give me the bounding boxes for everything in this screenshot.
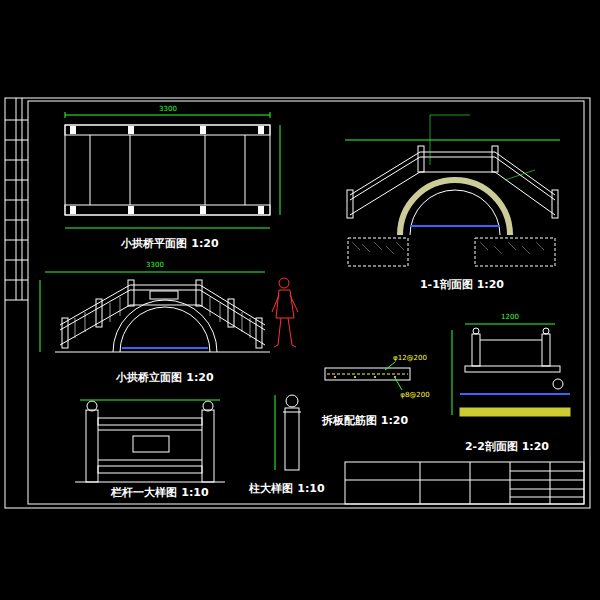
title-block bbox=[345, 462, 584, 504]
slab-rebar bbox=[325, 362, 410, 390]
view-title: 2-2剖面图 1:20 bbox=[464, 439, 550, 454]
rebar-note: φ12@200 bbox=[392, 354, 428, 362]
section-1-1 bbox=[345, 115, 560, 266]
dimension: 3300 bbox=[145, 261, 165, 269]
view-title: 小拱桥平面图 1:20 bbox=[120, 236, 219, 251]
railing-detail bbox=[75, 400, 225, 482]
person-figure bbox=[272, 278, 298, 347]
view-title: 柱大样图 1:10 bbox=[248, 481, 325, 496]
rebar-note: φ8@200 bbox=[399, 391, 430, 399]
elevation-view bbox=[40, 272, 270, 352]
view-title: 拆板配筋图 1:20 bbox=[321, 413, 409, 428]
view-title: 小拱桥立面图 1:20 bbox=[115, 370, 214, 385]
dimension: 3300 bbox=[158, 105, 178, 113]
outer-frame bbox=[5, 98, 590, 508]
plan-view bbox=[65, 112, 280, 228]
inner-frame bbox=[28, 101, 584, 504]
section-2-2 bbox=[452, 324, 570, 416]
column-detail bbox=[275, 395, 301, 470]
side-strip bbox=[5, 98, 28, 300]
view-title: 1-1剖面图 1:20 bbox=[419, 277, 505, 292]
view-title: 栏杆一大样图 1:10 bbox=[110, 485, 209, 500]
dimension: 1200 bbox=[500, 313, 520, 321]
